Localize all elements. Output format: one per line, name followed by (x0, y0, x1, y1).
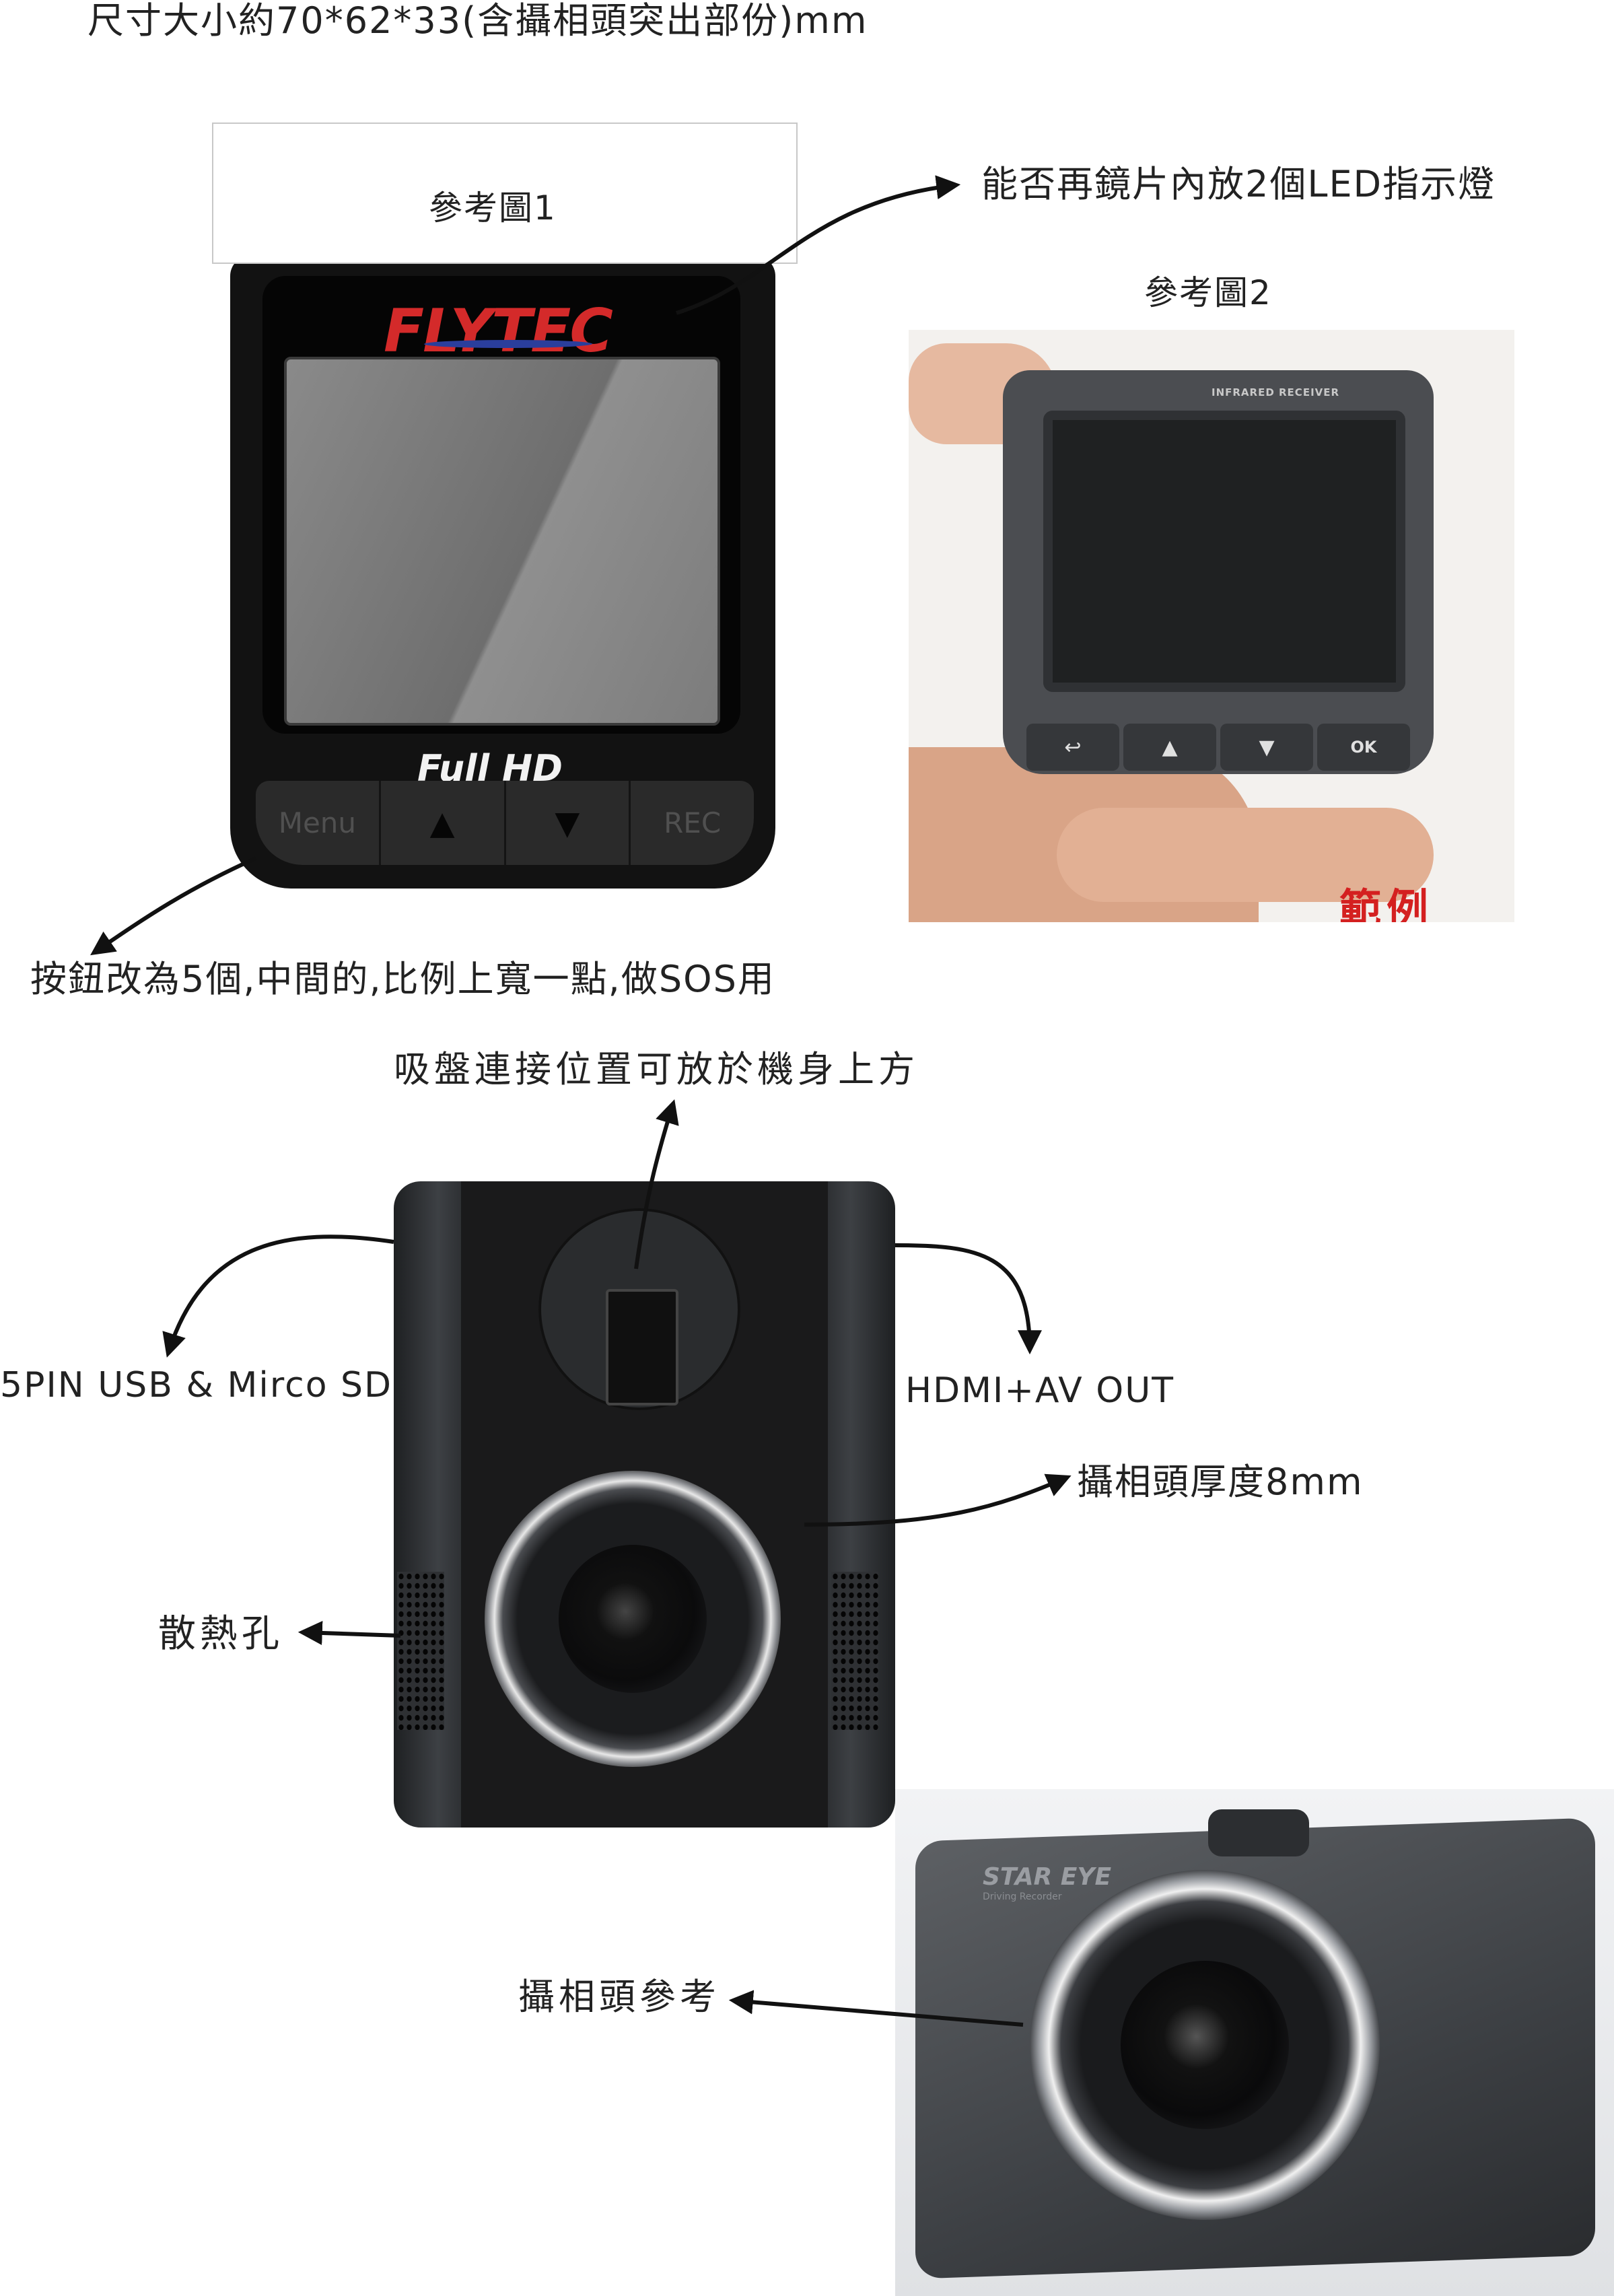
up-button[interactable]: ▲ (381, 781, 506, 865)
reference-image-2: INFRARED RECEIVER ↩ ▲ ▼ OK 範例 (909, 330, 1514, 922)
arrow-led (676, 175, 961, 315)
annotation-mount: 吸盤連接位置可放於機身上方 (394, 1048, 919, 1090)
right-vent (831, 1572, 878, 1730)
arrow-buttons (90, 856, 257, 956)
up-button-2[interactable]: ▲ (1123, 724, 1216, 771)
lcd-screen (284, 357, 720, 726)
arrow-vents (297, 1621, 401, 1645)
annotation-led: 能否再鏡片內放2個LED指示燈 (981, 163, 1496, 205)
watermark-sample: 範例 (1339, 884, 1434, 922)
hand-finger-lower (1057, 808, 1434, 902)
arrow-mount (634, 1099, 679, 1269)
brand-sub-3: Driving Recorder (983, 1891, 1062, 1902)
arrow-lens-ref (728, 1990, 1024, 2027)
lens-glass-3 (1121, 1961, 1289, 2129)
mount-top-3 (1208, 1809, 1309, 1856)
annotation-vents: 散熱孔 (158, 1612, 283, 1656)
ok-button[interactable]: OK (1317, 724, 1410, 771)
down-button-2[interactable]: ▼ (1220, 724, 1313, 771)
dimensions-note: 尺寸大小約70*62*33(含攝相頭突出部份)mm (87, 0, 868, 42)
annotation-lens-thickness: 攝相頭厚度8mm (1077, 1461, 1364, 1503)
arrow-lens-thickness (804, 1473, 1072, 1527)
menu-button[interactable]: Menu (256, 781, 381, 865)
rec-button[interactable]: REC (664, 806, 722, 839)
reference-caption-box-1: 參考圖1 (212, 123, 798, 264)
reference-caption-2: 參考圖2 (1144, 273, 1272, 312)
lcd-screen-2 (1043, 411, 1405, 692)
button-strip: Menu ▲ ▼ REC (256, 781, 754, 865)
mount-slot (606, 1289, 678, 1405)
infrared-label: INFRARED RECEIVER (1212, 386, 1340, 398)
arrow-usb (162, 1234, 394, 1358)
lens-glass (559, 1545, 707, 1693)
down-button[interactable]: ▼ (506, 781, 631, 865)
brand-label-3: STAR EYE (983, 1863, 1112, 1891)
brand-logo: FLYTEC (384, 296, 613, 366)
arrow-hdmi (894, 1243, 1042, 1355)
camera-front-view (394, 1181, 895, 1828)
back-button[interactable]: ↩ (1026, 724, 1119, 771)
reference-caption-1: 參考圖1 (429, 188, 557, 228)
reference-image-3: STAR EYE Driving Recorder (895, 1789, 1614, 2296)
button-strip-2: ↩ ▲ ▼ OK (1026, 724, 1410, 771)
left-vent (397, 1572, 444, 1730)
annotation-lens-ref: 攝相頭參考 (518, 1976, 720, 2018)
reference-image-1: FLYTEC Full HD Menu ▲ ▼ REC (222, 256, 781, 895)
annotation-hdmi: HDMI+AV OUT (905, 1370, 1175, 1411)
annotation-usb: 5PIN USB & Mirco SD (0, 1365, 393, 1405)
annotation-buttons-change: 按鈕改為5個,中間的,比例上寬一點,做SOS用 (30, 958, 775, 1000)
